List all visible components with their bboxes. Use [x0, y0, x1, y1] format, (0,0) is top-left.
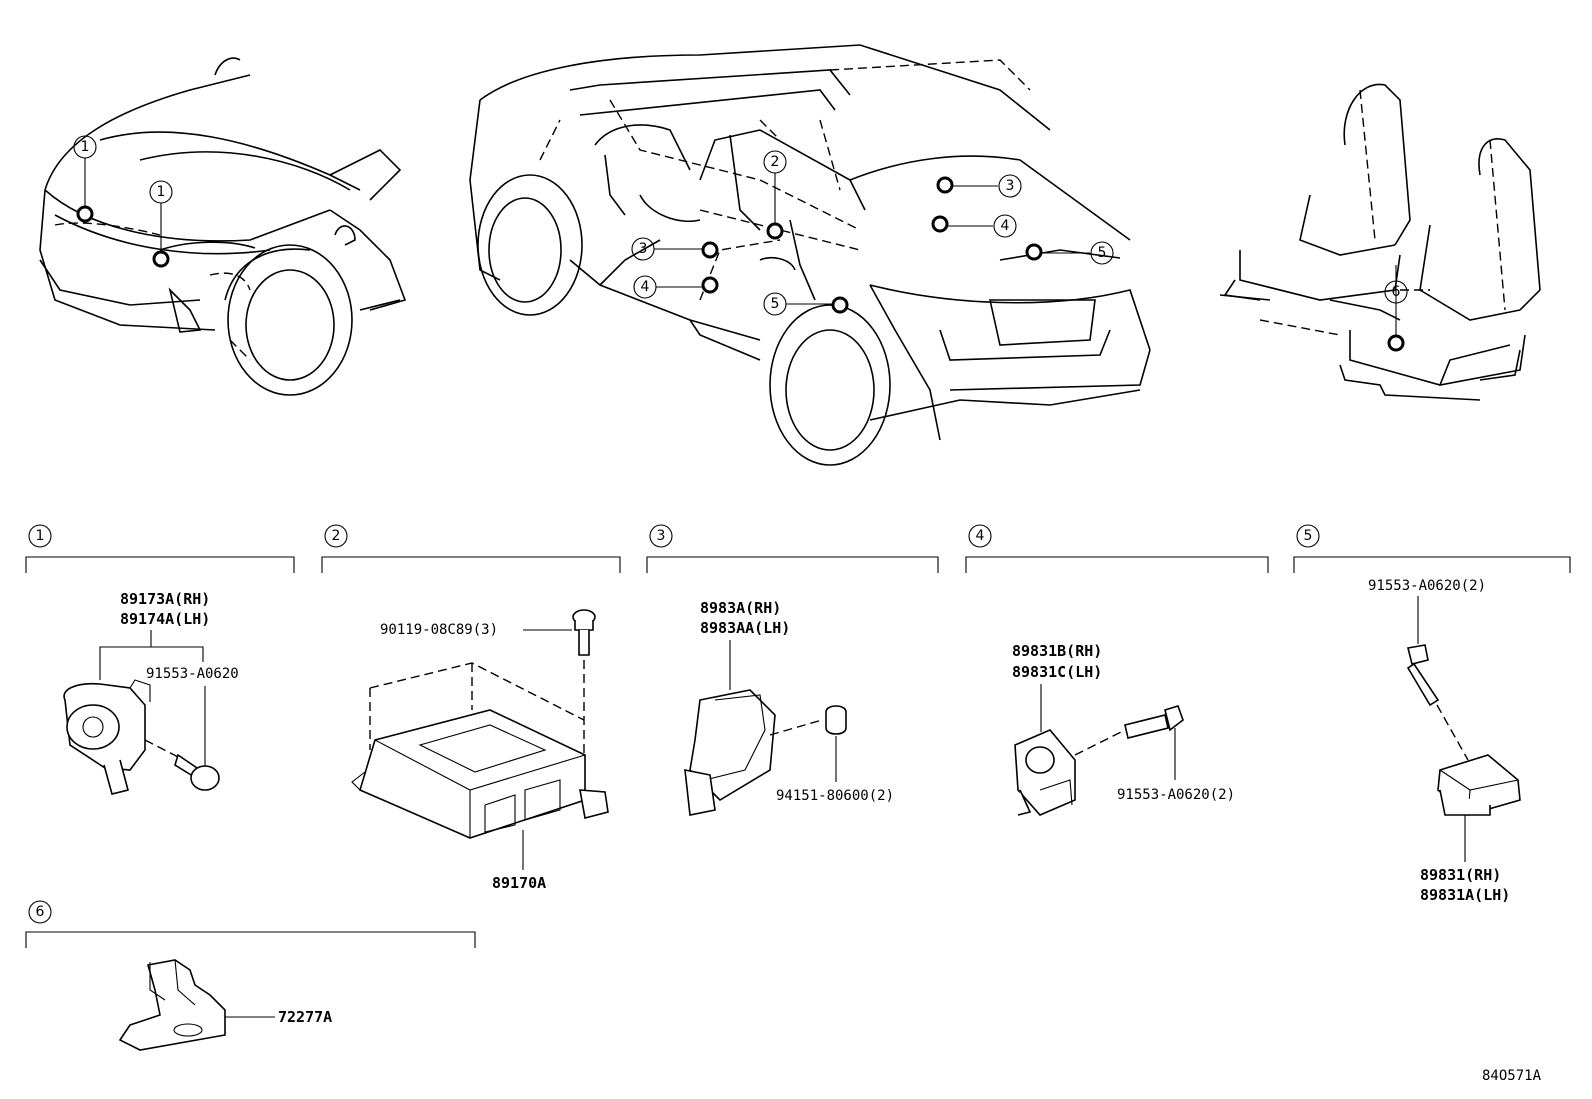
svg-text:1: 1 — [81, 139, 90, 155]
svg-text:3: 3 — [1006, 178, 1015, 194]
part-number-label: 91553-A0620(2) — [1368, 578, 1486, 594]
svg-text:3: 3 — [639, 241, 648, 257]
svg-text:1: 1 — [157, 184, 166, 200]
section-2-ecu: 90119-08C89(3) 89170A — [351, 609, 609, 892]
figure-code: 84O571A — [1482, 1068, 1542, 1084]
overview-callouts: 1 1 2 3 4 5 3 4 — [73, 135, 1408, 352]
section-5-rear-sensor: 91553-A0620(2) 89831(RH) 89831A(LH) — [1368, 578, 1521, 904]
part-number-label: 8983AA(LH) — [700, 619, 790, 637]
part-number-label: 72277A — [278, 1008, 332, 1026]
section-3-side-sensor: 8983A(RH) 8983AA(LH) 94151-80600(2) — [684, 599, 894, 816]
part-number-label: 89831C(LH) — [1012, 663, 1102, 681]
svg-text:5: 5 — [771, 296, 780, 312]
section-4-side-sensor: 89831B(RH) 89831C(LH) 91553-A0620(2) — [1012, 642, 1235, 816]
section-6-seat-sensor: 72277A — [118, 959, 332, 1051]
seat-illustration — [1219, 83, 1541, 401]
svg-text:3: 3 — [657, 528, 666, 544]
part-number-label: 94151-80600(2) — [776, 788, 894, 804]
section-headers: 1 2 3 4 5 6 — [25, 524, 1571, 948]
part-number-label: 89174A(LH) — [120, 610, 210, 628]
part-number-label: 91553-A0620(2) — [1117, 787, 1235, 803]
svg-text:1: 1 — [36, 528, 45, 544]
part-number-label: 8983A(RH) — [700, 599, 781, 617]
part-number-label: 90119-08C89(3) — [380, 622, 498, 638]
part-number-label: 89173A(RH) — [120, 590, 210, 608]
front-car-illustration — [39, 57, 407, 396]
svg-text:5: 5 — [1304, 528, 1313, 544]
sensor-dot — [76, 205, 94, 223]
part-number-label: 89831A(LH) — [1420, 886, 1510, 904]
svg-text:2: 2 — [771, 154, 780, 170]
svg-text:6: 6 — [36, 904, 45, 920]
svg-text:2: 2 — [332, 528, 341, 544]
svg-text:4: 4 — [976, 528, 985, 544]
rear-car-illustration — [469, 44, 1151, 466]
section-1-front-sensor: 89173A(RH) 89174A(LH) 91553-A0620 — [63, 590, 239, 795]
svg-text:4: 4 — [641, 279, 650, 295]
part-number-label: 91553-A0620 — [146, 666, 239, 682]
part-number-label: 89831B(RH) — [1012, 642, 1102, 660]
part-number-label: 89831(RH) — [1420, 866, 1501, 884]
svg-text:4: 4 — [1001, 218, 1010, 234]
part-number-label: 89170A — [492, 874, 546, 892]
svg-text:5: 5 — [1098, 245, 1107, 261]
